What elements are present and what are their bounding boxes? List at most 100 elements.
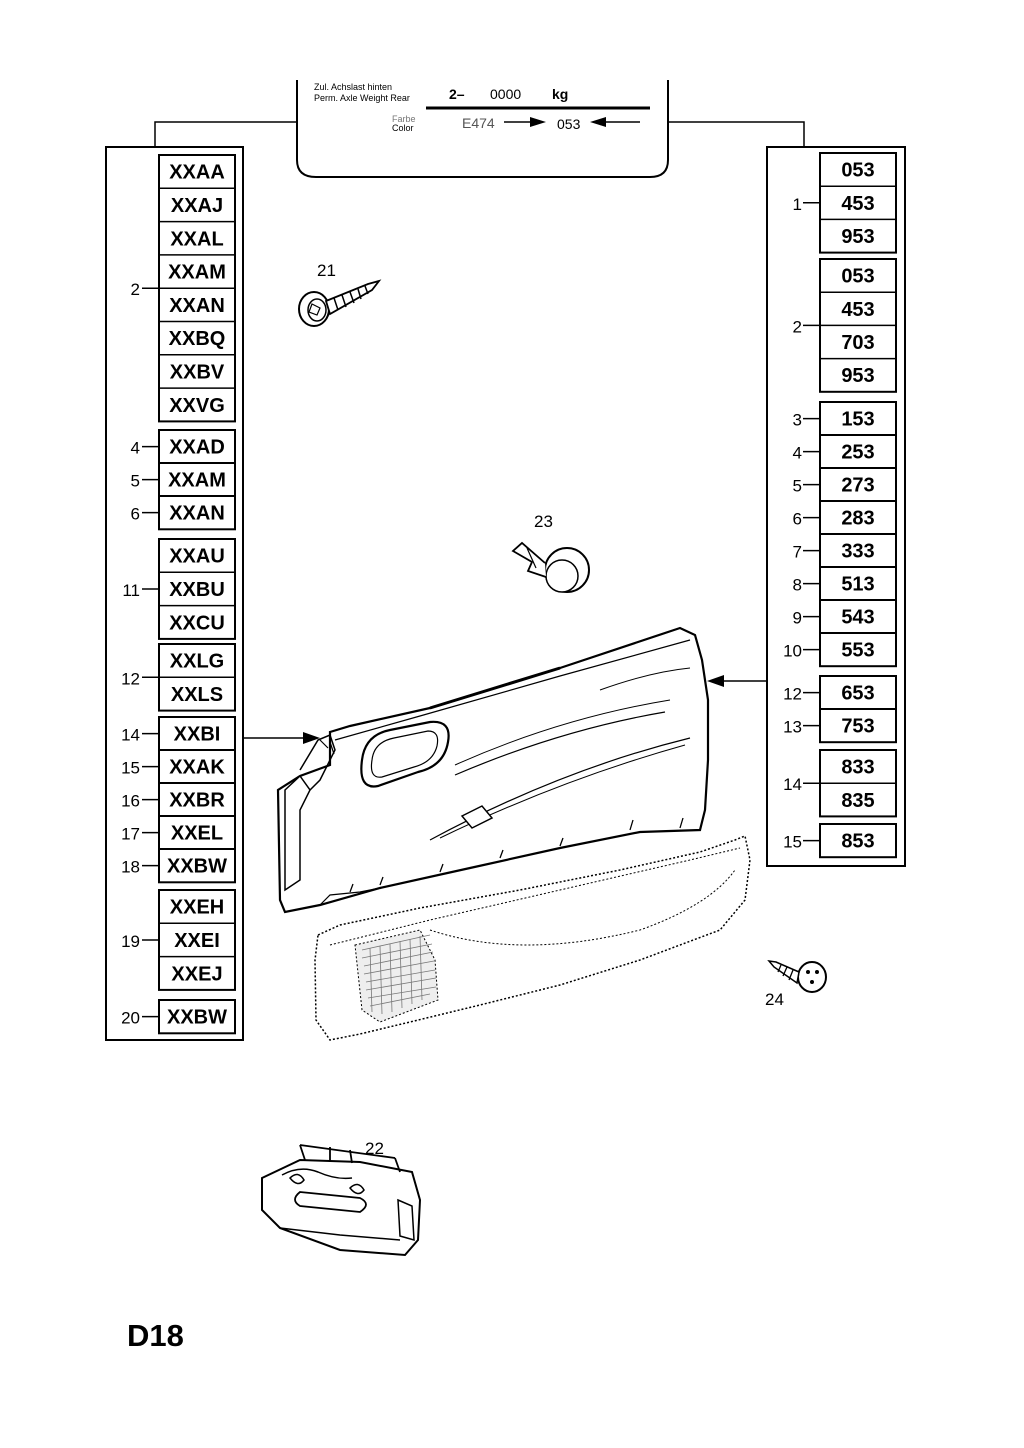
code-cell: 653	[841, 683, 874, 705]
code-cell: 543	[841, 607, 874, 629]
placard-color-code: 053	[557, 116, 581, 132]
code-cell: XXEI	[174, 930, 220, 952]
code-group-ref-6: XXAN 6	[131, 495, 236, 531]
code-group-ref-12: XXLG XXLS 12	[121, 643, 236, 712]
part-22-label: 22	[365, 1139, 384, 1158]
ref-number: 6	[131, 505, 140, 524]
code-cell: 053	[841, 266, 874, 288]
code-cell: XXEL	[171, 823, 223, 845]
placard-axle-label-en: Perm. Axle Weight Rear	[314, 93, 410, 103]
left-code-table: XXAAXXAJXXALXXAMXXANXXBQXXBVXXVG2XXAD4XX…	[105, 146, 244, 1041]
ref-number: 10	[783, 642, 802, 661]
ref-number: 12	[121, 669, 140, 688]
code-cell: 283	[841, 508, 874, 530]
ref-number: 20	[121, 1009, 140, 1028]
code-cell: XXAL	[170, 228, 223, 250]
code-cell: XXEJ	[171, 963, 222, 985]
ref-number: 4	[793, 444, 802, 463]
placard-axle-label-de: Zul. Achslast hinten	[314, 82, 392, 92]
part-21-label: 21	[317, 261, 336, 280]
code-cell: XXCU	[169, 612, 225, 634]
ref-number: 15	[121, 759, 140, 778]
screw-21-illustration: 21	[298, 261, 382, 327]
code-cell: 833	[841, 757, 874, 779]
code-cell: 953	[841, 226, 874, 248]
code-group-ref-17: XXEL 17	[121, 815, 236, 851]
ref-number: 9	[793, 609, 802, 628]
code-group-ref-9: 543 9	[793, 599, 897, 635]
clip-22-illustration: 22	[261, 1139, 422, 1257]
code-cell: XXAM	[168, 262, 226, 284]
code-cell: 703	[841, 332, 874, 354]
code-group-ref-4: 253 4	[793, 434, 897, 470]
ref-number: 17	[121, 825, 140, 844]
code-group-ref-12: 653 12	[783, 675, 897, 711]
code-cell: XXBV	[170, 361, 225, 383]
code-cell: XXBR	[169, 790, 225, 812]
code-cell: XXLG	[170, 651, 224, 673]
code-cell: 553	[841, 640, 874, 662]
placard-color-label-en: Color	[392, 123, 414, 133]
ref-number: 19	[121, 932, 140, 951]
code-group-ref-18: XXBW 18	[121, 848, 236, 884]
code-group-ref-16: XXBR 16	[121, 782, 236, 818]
ref-number: 1	[793, 195, 802, 214]
code-cell: XXAN	[169, 503, 225, 525]
code-cell: XXAJ	[171, 195, 223, 217]
code-cell: XXAA	[169, 162, 225, 184]
part-23-label: 23	[534, 512, 553, 531]
ref-number: 2	[793, 317, 802, 336]
placard-paint-code: E474	[462, 115, 495, 131]
ref-number: 4	[131, 439, 140, 458]
ref-number: 15	[783, 833, 802, 852]
door-trim-panel-illustration	[276, 626, 710, 914]
panel-arrows	[243, 675, 767, 744]
code-cell: 273	[841, 475, 874, 497]
ref-number: 5	[131, 472, 140, 491]
code-cell: 953	[841, 365, 874, 387]
ref-number: 14	[121, 726, 140, 745]
ref-number: 3	[793, 411, 802, 430]
placard-color-label-de: Farbe	[392, 114, 416, 124]
code-cell: XXLS	[171, 684, 223, 706]
ref-number: 18	[121, 858, 140, 877]
ref-number: 12	[783, 685, 802, 704]
code-cell: 153	[841, 409, 874, 431]
ref-number: 2	[131, 280, 140, 299]
placard-connectors	[154, 121, 805, 147]
ref-number: 16	[121, 792, 140, 811]
code-group-ref-7: 333 7	[793, 533, 897, 569]
push-pin-23-illustration: 23	[511, 512, 590, 593]
code-cell: XXBQ	[169, 328, 226, 350]
code-group-ref-10: 553 10	[783, 632, 897, 668]
code-cell: XXAN	[169, 295, 225, 317]
code-cell: XXBW	[167, 856, 227, 878]
ref-number: 7	[793, 543, 802, 562]
code-cell: XXEH	[170, 897, 224, 919]
code-cell: 453	[841, 193, 874, 215]
ref-number: 14	[783, 775, 802, 794]
ref-number: 5	[793, 477, 802, 496]
code-cell: 253	[841, 442, 874, 464]
screw-24-illustration: 24	[765, 959, 827, 1009]
code-cell: 753	[841, 716, 874, 738]
right-code-table: 0534539531053453703953215332534273528363…	[766, 146, 906, 867]
code-group-ref-19: XXEH XXEI XXEJ 19	[121, 889, 236, 991]
code-cell: 835	[841, 790, 874, 812]
page-label: D18	[127, 1318, 184, 1353]
placard-weight-prefix: 2–	[449, 86, 465, 102]
code-cell: 333	[841, 541, 874, 563]
part-24-label: 24	[765, 990, 784, 1009]
